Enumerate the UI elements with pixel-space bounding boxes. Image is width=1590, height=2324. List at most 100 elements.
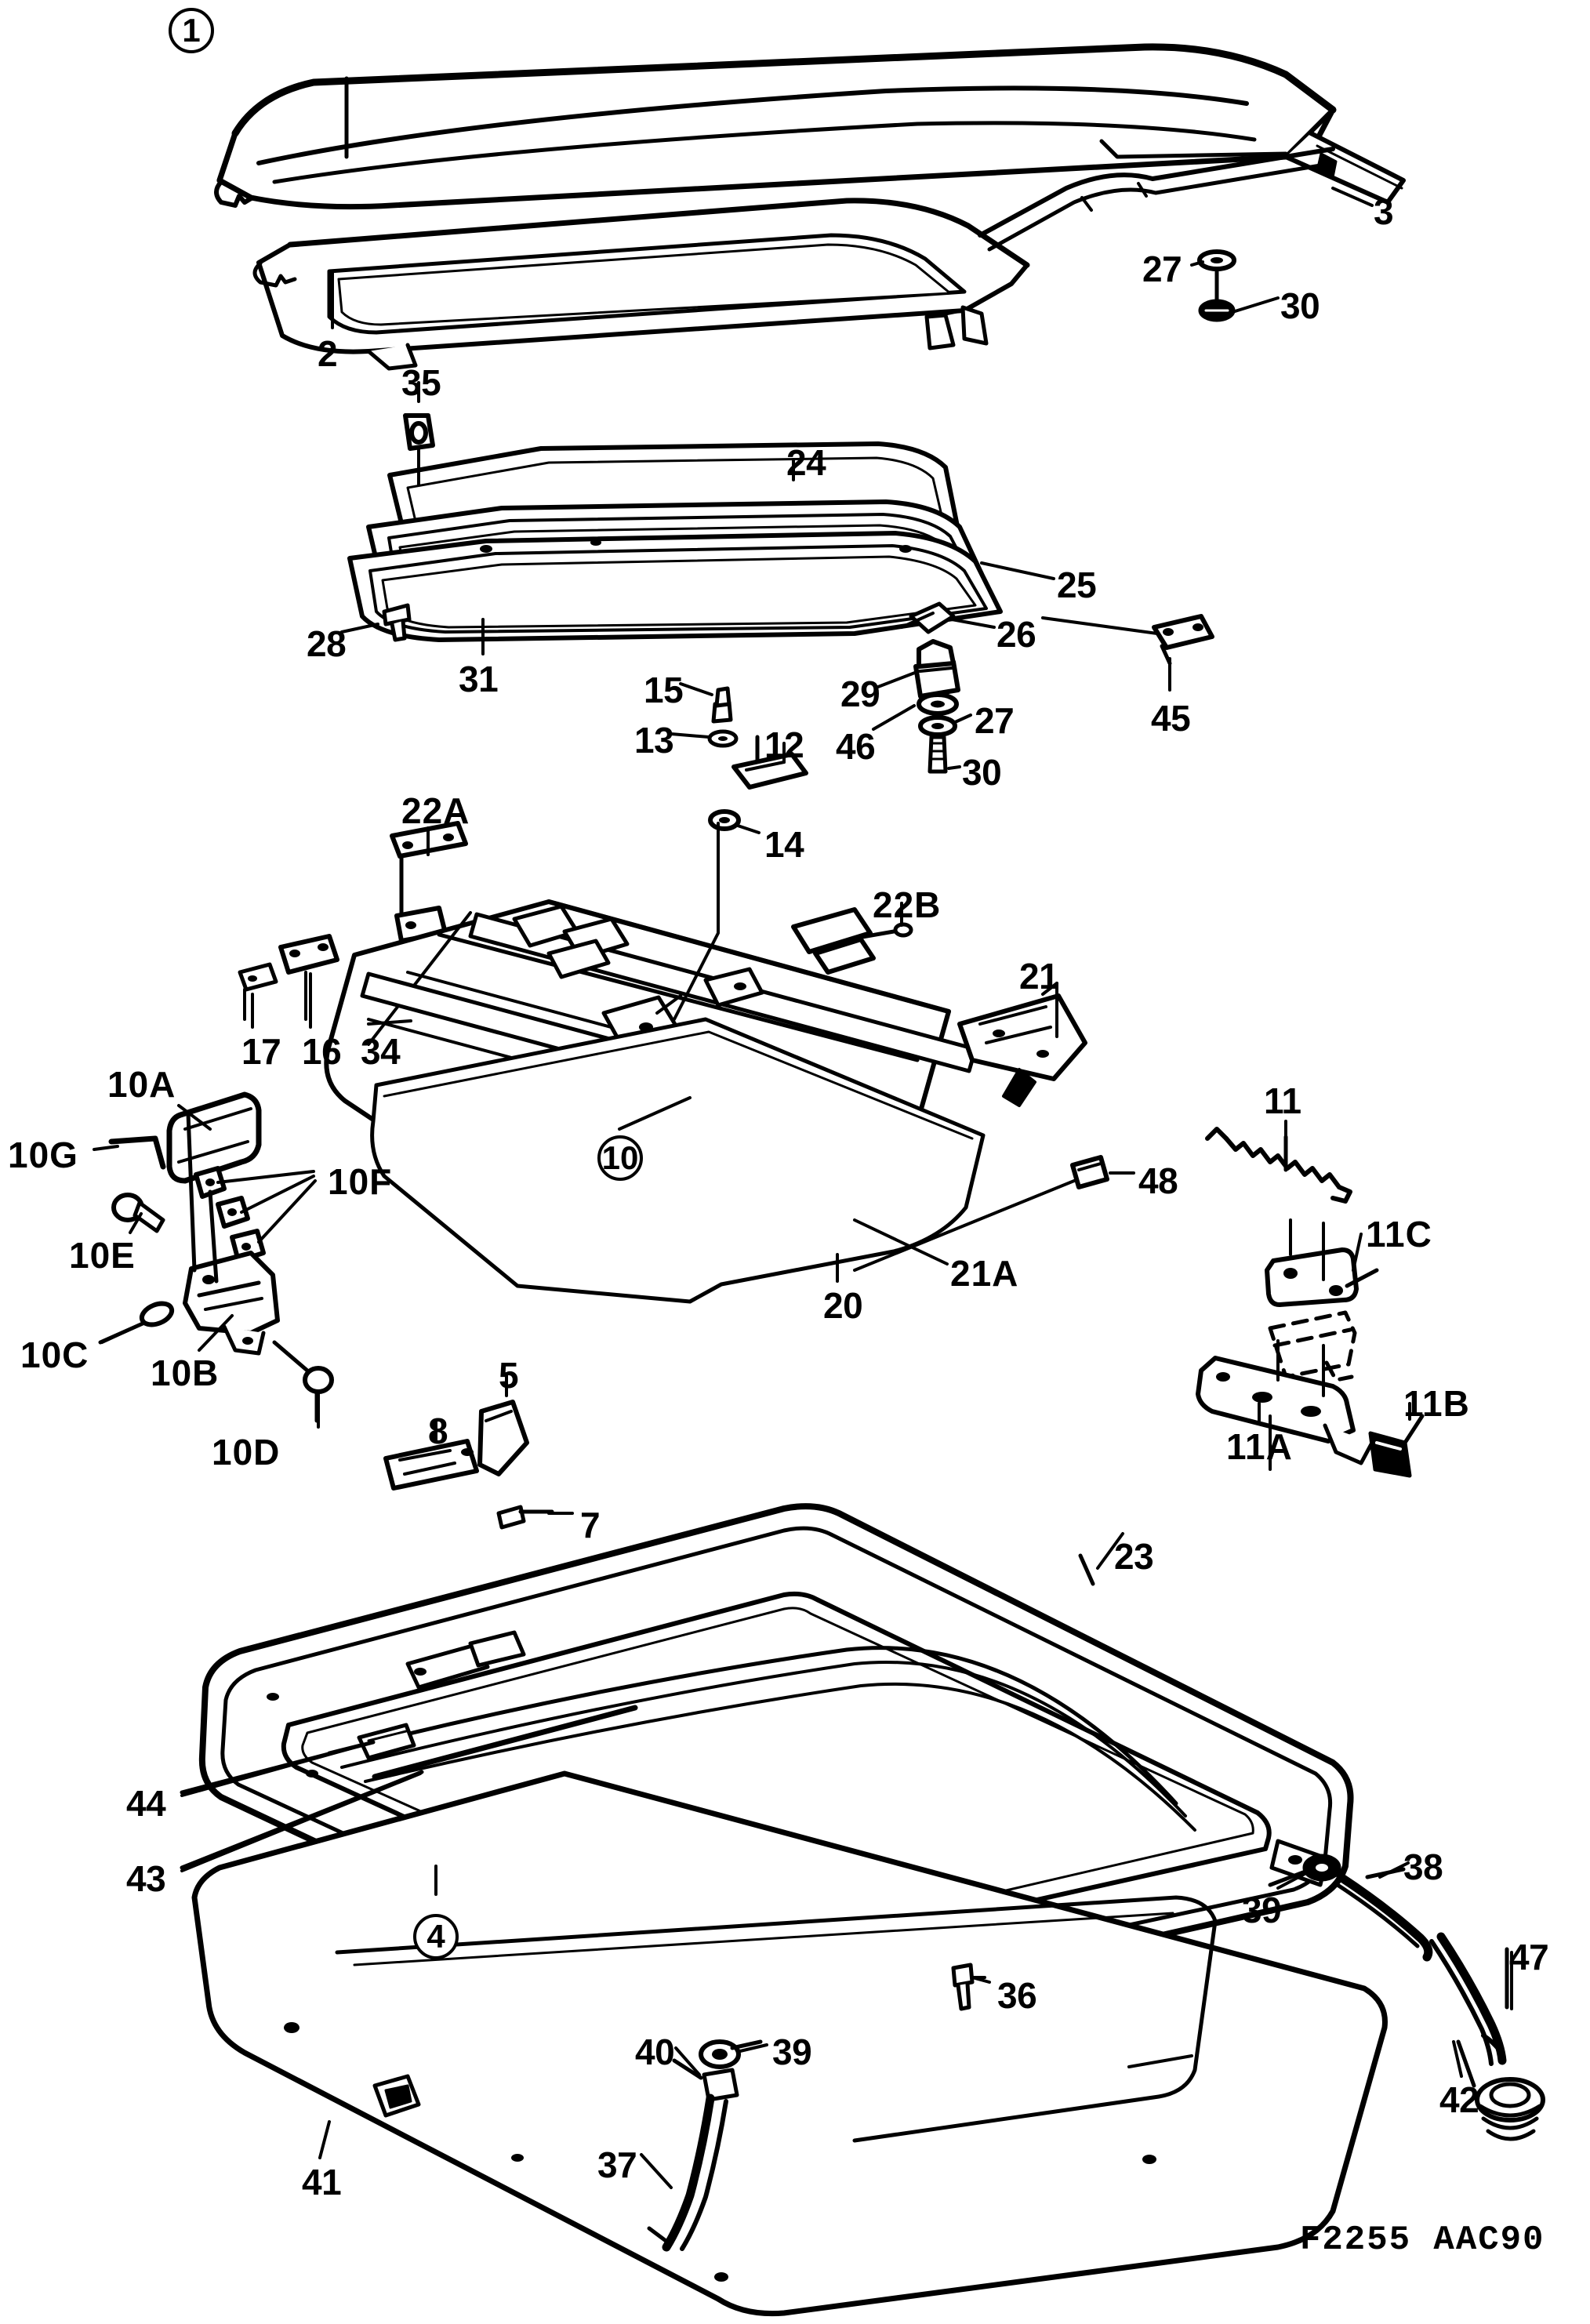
- callout-27: 27: [975, 700, 1015, 741]
- callout-10f: 10F: [328, 1161, 393, 1202]
- part-11C-arm: [1265, 1218, 1379, 1307]
- part-10B-bracket: [183, 1111, 280, 1356]
- callout-1: 1: [169, 8, 214, 53]
- callout-39: 39: [772, 2032, 812, 2072]
- callout-10d: 10D: [212, 1432, 281, 1472]
- callout-28: 28: [307, 623, 347, 664]
- part-14-washer: [708, 809, 741, 831]
- callout-21a: 21A: [950, 1253, 1019, 1294]
- part-46-washer: [917, 692, 959, 716]
- callout-30: 30: [1280, 285, 1320, 326]
- callout-15: 15: [644, 670, 684, 710]
- part-28-screw: [382, 603, 412, 642]
- callout-11: 11: [1264, 1080, 1301, 1121]
- callout-35: 35: [401, 362, 441, 403]
- callout-29: 29: [840, 674, 880, 714]
- part-10D-bolt: [272, 1340, 334, 1423]
- part-36-screw: [951, 1963, 986, 2011]
- part-48-clip: [1070, 1155, 1109, 1189]
- callout-38: 38: [1403, 1846, 1443, 1887]
- part-15-screw: [711, 686, 733, 724]
- part-21-guide-rail: [957, 982, 1087, 1107]
- callout-11a: 11A: [1226, 1426, 1293, 1467]
- callout-11c: 11C: [1366, 1214, 1432, 1255]
- callout-10g: 10G: [8, 1135, 78, 1175]
- callout-23: 23: [1114, 1536, 1154, 1577]
- callout-10c: 10C: [20, 1334, 89, 1375]
- callout-27: 27: [1142, 249, 1182, 289]
- part-39-grommet-left: [699, 2039, 763, 2069]
- callout-13: 13: [634, 720, 674, 761]
- part-10G-bracket: [108, 1135, 166, 1170]
- callout-3: 3: [1374, 191, 1394, 232]
- part-20-sunshade: [370, 1017, 986, 1304]
- callout-17: 17: [241, 1031, 281, 1072]
- callout-45: 45: [1151, 698, 1191, 739]
- callout-12: 12: [764, 724, 804, 765]
- callout-47: 47: [1509, 1937, 1549, 1977]
- part-30-bolt-top: [1198, 269, 1236, 322]
- callout-10b: 10B: [151, 1353, 220, 1393]
- callout-22a: 22A: [401, 790, 470, 831]
- part-10E-screw: [111, 1193, 165, 1233]
- callout-16: 16: [302, 1031, 342, 1072]
- callout-44: 44: [126, 1783, 166, 1824]
- callout-42: 42: [1439, 2079, 1479, 2120]
- callout-4: 4: [413, 1914, 459, 1959]
- leader-lines: [93, 76, 1513, 2189]
- part-11-spring: [1205, 1127, 1352, 1204]
- callout-5: 5: [499, 1355, 519, 1396]
- part-27-washer-top: [1197, 249, 1236, 271]
- callout-26: 26: [996, 614, 1036, 655]
- callout-21: 21: [1019, 956, 1059, 997]
- part-42-grommet-plug: [1456, 2039, 1545, 2141]
- part-10C-pin: [98, 1301, 175, 1345]
- callout-24: 24: [786, 442, 826, 483]
- part-37-hose-left: [647, 2093, 728, 2252]
- callout-8: 8: [428, 1411, 448, 1451]
- part-30-bolt: [928, 735, 948, 774]
- part-27-washer: [918, 715, 957, 737]
- part-47-hose-elbow: [1429, 1932, 1509, 2066]
- callout-11b: 11B: [1403, 1383, 1470, 1424]
- callout-41: 41: [302, 2162, 342, 2202]
- callout-48: 48: [1138, 1160, 1178, 1201]
- callout-25: 25: [1057, 565, 1097, 605]
- callout-10e: 10E: [69, 1235, 136, 1276]
- callout-2: 2: [318, 333, 338, 374]
- callout-43: 43: [126, 1858, 166, 1899]
- part-11B-block: [1368, 1414, 1425, 1478]
- part-35-clip: [403, 413, 435, 451]
- callout-20: 20: [823, 1285, 863, 1326]
- part-12-plate: [731, 735, 808, 790]
- part-31-lower-frame: [347, 531, 1003, 642]
- part-29-nut: [913, 639, 960, 699]
- callout-36: 36: [997, 1975, 1037, 2016]
- callout-37: 37: [597, 2144, 637, 2185]
- part-17-bracket: [238, 962, 278, 1021]
- callout-10a: 10A: [107, 1064, 176, 1105]
- part-16-bracket: [278, 934, 339, 1021]
- part-7-screw: [496, 1505, 554, 1530]
- part-13-washer: [707, 729, 739, 748]
- callout-10: 10: [597, 1135, 643, 1181]
- part-22B-bracket: [791, 902, 913, 975]
- part-4-headliner: [191, 1770, 1388, 2317]
- callout-31: 31: [459, 659, 499, 699]
- callout-39: 39: [1242, 1890, 1282, 1930]
- part-39-grommet-right: [1268, 1854, 1341, 1887]
- diagram-footer-code: F2255 AAC90: [1300, 2221, 1545, 2260]
- part-2-roof-frame: [252, 147, 1338, 371]
- part-26-bracket: [900, 601, 956, 634]
- part-10F-bolts: [194, 1166, 317, 1263]
- callout-22b: 22B: [873, 884, 942, 925]
- part-45-bracket: [1152, 614, 1214, 666]
- callout-40: 40: [635, 2032, 675, 2072]
- callout-46: 46: [836, 726, 876, 767]
- callout-7: 7: [580, 1505, 601, 1545]
- part-11-dashed-guide: [1268, 1310, 1357, 1382]
- callout-30: 30: [962, 752, 1002, 793]
- part-11A-arm: [1196, 1339, 1374, 1471]
